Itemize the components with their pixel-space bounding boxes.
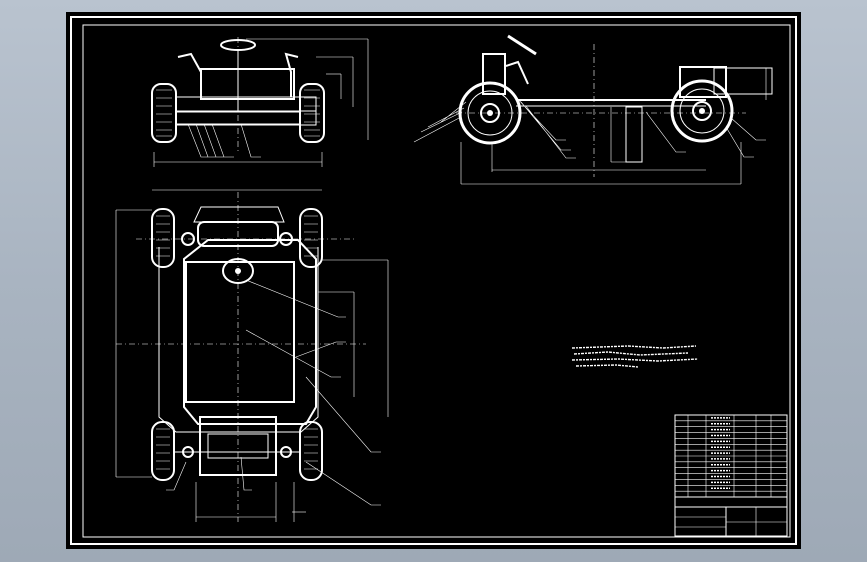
top-wheel-fl [151,208,175,268]
side-view [413,34,773,185]
drawing-sheet [66,12,801,549]
front-frame [200,68,295,100]
outer-border [70,16,797,545]
front-left-wheel [151,83,177,143]
top-wheel-fr [299,208,323,268]
side-steering-wheel [507,34,537,56]
top-wheel-rr [299,421,323,481]
parts-list [674,414,788,537]
front-view [151,37,369,167]
inner-border [82,24,791,538]
title-block [674,414,788,537]
top-view [115,189,389,522]
tech-req-scribble [571,345,699,368]
drawing-canvas [70,16,797,545]
side-rear-wheel [670,79,734,143]
top-wheel-rl [151,421,175,481]
front-right-wheel [299,83,325,143]
